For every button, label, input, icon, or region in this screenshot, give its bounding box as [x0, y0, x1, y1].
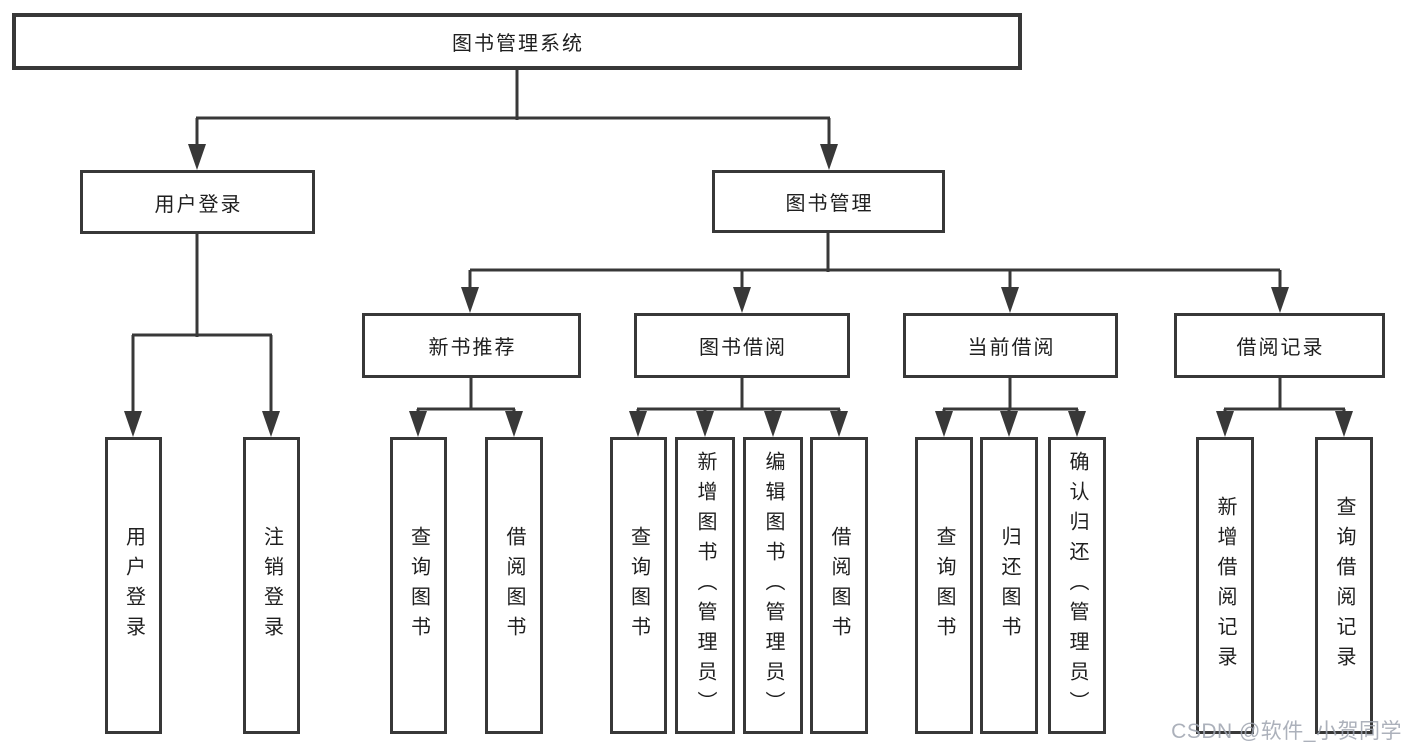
arrowhead-down-icon — [1001, 287, 1019, 313]
arrowhead-down-icon — [461, 287, 479, 313]
current-borrowing-box: 当前借阅 — [903, 313, 1118, 378]
leaf-query-books-2-label: 查询图书 — [627, 525, 650, 646]
arrowhead-down-icon — [505, 411, 523, 437]
leaf-query-borrow-record-label: 查询借阅记录 — [1333, 495, 1355, 676]
current-borrowing-label: 当前借阅 — [967, 337, 1056, 359]
leaf-add-book-admin-label: 新增图书（管理员） — [694, 450, 716, 721]
leaf-confirm-return-admin-box: 确认归还（管理员） — [1048, 437, 1106, 734]
leaf-logout-box: 注销登录 — [243, 437, 300, 734]
system-root-label: 图书管理系统 — [452, 33, 584, 55]
arrowhead-down-icon — [1271, 287, 1289, 313]
arrowhead-down-icon — [1068, 411, 1086, 437]
leaf-user-login-box: 用户登录 — [105, 437, 162, 734]
leaf-query-books-1-label: 查询图书 — [407, 525, 430, 646]
arrowhead-down-icon — [696, 411, 714, 437]
book-management-label: 图书管理 — [785, 193, 874, 215]
arrowhead-down-icon — [262, 411, 280, 437]
leaf-add-borrow-record-box: 新增借阅记录 — [1196, 437, 1254, 734]
user-login-label: 用户登录 — [154, 193, 243, 216]
borrowing-records-box: 借阅记录 — [1174, 313, 1385, 378]
leaf-add-book-admin-box: 新增图书（管理员） — [675, 437, 735, 734]
arrowhead-down-icon — [188, 144, 206, 170]
new-book-recommend-label: 新书推荐 — [428, 337, 517, 359]
leaf-query-books-2-box: 查询图书 — [610, 437, 667, 734]
new-book-recommend-box: 新书推荐 — [362, 313, 581, 378]
book-management-box: 图书管理 — [712, 170, 945, 233]
leaf-query-books-3-box: 查询图书 — [915, 437, 973, 734]
book-borrowing-label: 图书借阅 — [699, 337, 787, 359]
arrowhead-down-icon — [820, 144, 838, 170]
leaf-edit-book-admin-box: 编辑图书（管理员） — [743, 437, 803, 734]
leaf-return-books-box: 归还图书 — [980, 437, 1038, 734]
leaf-logout-label: 注销登录 — [260, 525, 283, 646]
leaf-borrow-books-2-label: 借阅图书 — [828, 525, 850, 646]
leaf-borrow-books-1-box: 借阅图书 — [485, 437, 543, 734]
user-login-box: 用户登录 — [80, 170, 315, 234]
arrowhead-down-icon — [409, 411, 427, 437]
leaf-borrow-books-1-label: 借阅图书 — [503, 525, 525, 646]
leaf-query-books-1-box: 查询图书 — [390, 437, 447, 734]
leaf-borrow-books-2-box: 借阅图书 — [810, 437, 868, 734]
arrowhead-down-icon — [830, 411, 848, 437]
arrowhead-down-icon — [935, 411, 953, 437]
csdn-watermark: CSDN @软件_小贺同学 — [1171, 720, 1402, 743]
leaf-user-login-label: 用户登录 — [122, 525, 145, 646]
borrowing-records-label: 借阅记录 — [1236, 337, 1325, 359]
arrowhead-down-icon — [1000, 411, 1018, 437]
leaf-edit-book-admin-label: 编辑图书（管理员） — [762, 450, 784, 721]
leaf-query-borrow-record-box: 查询借阅记录 — [1315, 437, 1373, 734]
arrowhead-down-icon — [124, 411, 142, 437]
arrowhead-down-icon — [1216, 411, 1234, 437]
leaf-add-borrow-record-label: 新增借阅记录 — [1214, 495, 1236, 676]
book-borrowing-box: 图书借阅 — [634, 313, 850, 378]
leaf-query-books-3-label: 查询图书 — [933, 525, 955, 646]
leaf-confirm-return-admin-label: 确认归还（管理员） — [1066, 450, 1088, 721]
system-root-box: 图书管理系统 — [12, 13, 1022, 70]
arrowhead-down-icon — [629, 411, 647, 437]
arrowhead-down-icon — [764, 411, 782, 437]
arrowhead-down-icon — [733, 287, 751, 313]
arrowhead-down-icon — [1335, 411, 1353, 437]
leaf-return-books-label: 归还图书 — [998, 525, 1020, 646]
